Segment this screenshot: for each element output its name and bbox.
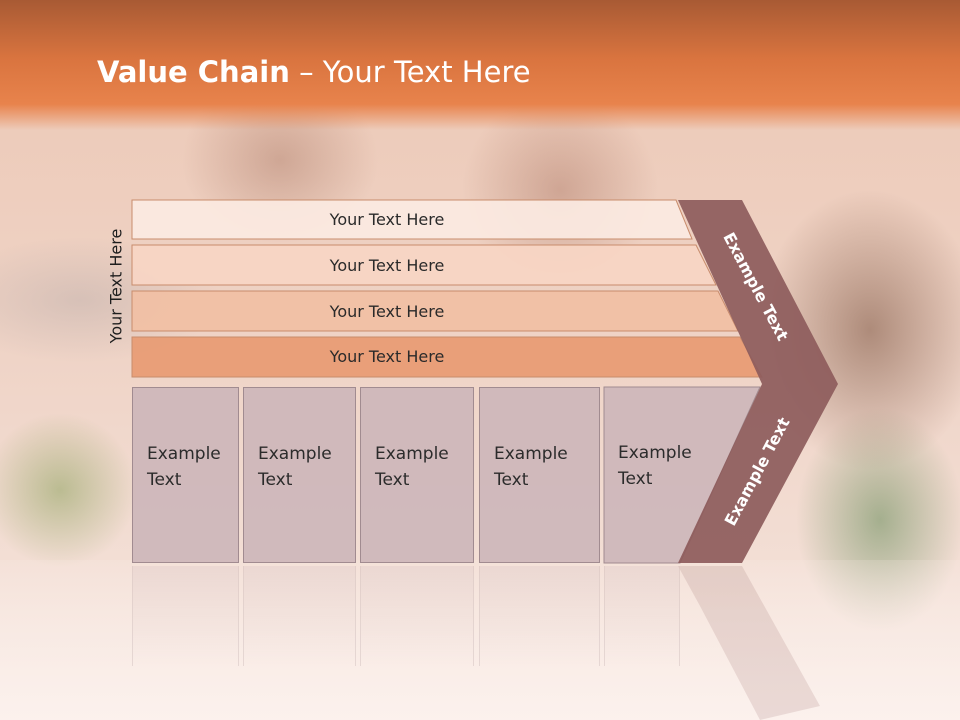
primary-box-5-line1: Example bbox=[618, 443, 692, 463]
support-row-2[interactable]: Your Text Here bbox=[132, 246, 692, 284]
chevron-shape[interactable] bbox=[678, 200, 838, 563]
primary-box-2-line2: Text bbox=[258, 470, 293, 490]
primary-box-4[interactable]: Example Text bbox=[479, 387, 600, 563]
support-row-3-label: Your Text Here bbox=[329, 301, 445, 321]
primary-box-4-line2: Text bbox=[494, 470, 529, 490]
primary-box-3-line1: Example bbox=[375, 444, 449, 464]
support-row-2-shape[interactable] bbox=[131, 244, 717, 286]
primary-box-3[interactable]: Example Text bbox=[360, 387, 474, 563]
support-row-4[interactable]: Your Text Here bbox=[132, 337, 692, 375]
support-row-2-label: Your Text Here bbox=[329, 255, 445, 275]
slide-title[interactable]: Value Chain – Your Text Here bbox=[97, 55, 531, 89]
primary-box-2[interactable]: Example Text bbox=[243, 387, 356, 563]
primary-box-5[interactable]: Example Text bbox=[604, 387, 704, 563]
primary-box-4-line1: Example bbox=[494, 444, 568, 464]
title-rest: – Your Text Here bbox=[289, 55, 531, 89]
primary-box-2-line1: Example bbox=[258, 444, 332, 464]
background-fade bbox=[0, 560, 960, 720]
support-row-1-label: Your Text Here bbox=[329, 209, 445, 229]
primary-box-5-line2: Text bbox=[618, 469, 653, 489]
support-row-4-label: Your Text Here bbox=[329, 346, 445, 366]
support-row-3[interactable]: Your Text Here bbox=[132, 292, 692, 330]
support-row-1[interactable]: Your Text Here bbox=[132, 200, 692, 238]
support-row-1-shape[interactable] bbox=[131, 199, 693, 240]
title-bar bbox=[0, 0, 960, 130]
primary-box-1[interactable]: Example Text bbox=[132, 387, 239, 563]
title-bold: Value Chain bbox=[97, 55, 290, 89]
primary-box-1-line1: Example bbox=[147, 444, 221, 464]
primary-box-1-line2: Text bbox=[147, 470, 182, 490]
primary-box-3-line2: Text bbox=[375, 470, 410, 490]
